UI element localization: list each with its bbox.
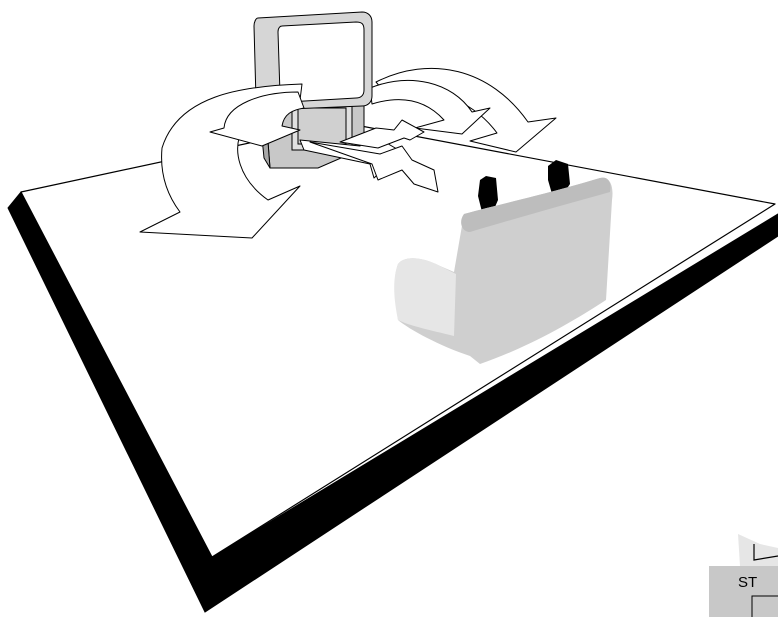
corner-unit-label: ST — [738, 574, 757, 591]
corner-stand-unit: ST — [709, 534, 778, 617]
room-floor — [8, 126, 778, 612]
corner-unit-top — [738, 534, 778, 566]
tv-cabinet-door-inner — [298, 108, 346, 144]
floor-surface — [21, 126, 775, 557]
